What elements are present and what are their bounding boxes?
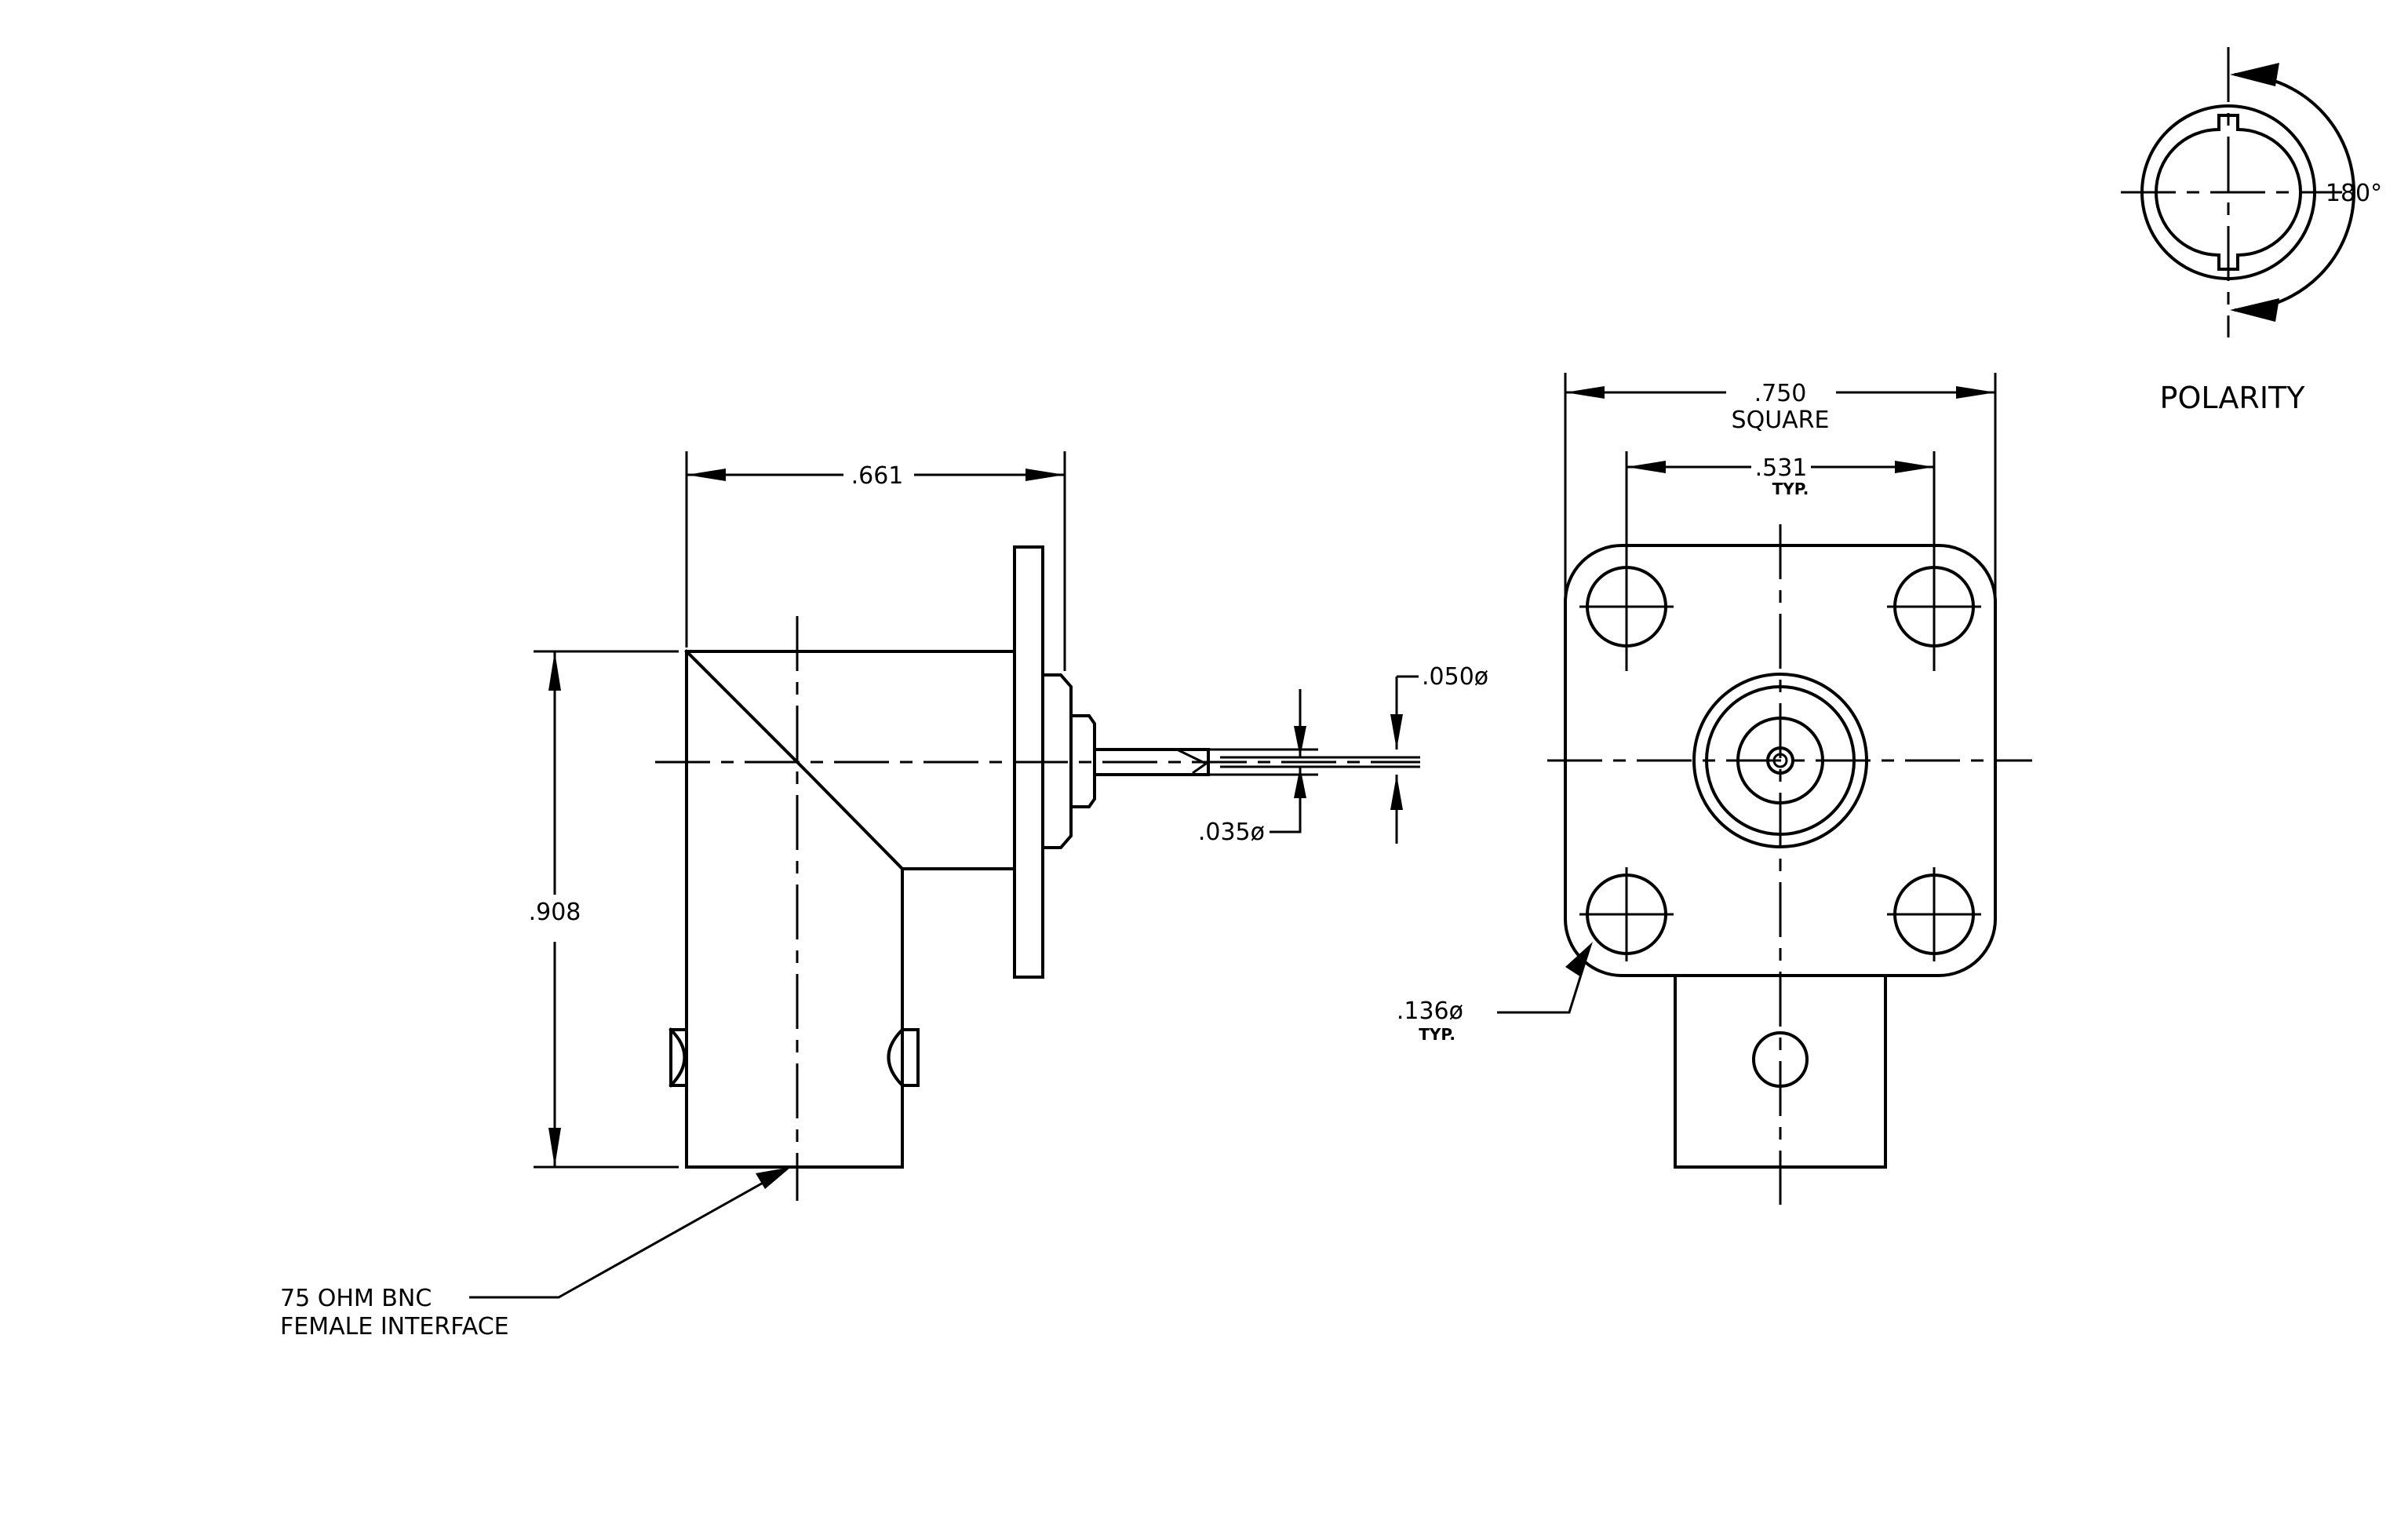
dim-661-ext: [685, 451, 1066, 671]
dim-750-note: SQUARE: [1732, 407, 1830, 434]
polarity-arrow-top: [2230, 63, 2279, 86]
dim-661-label: .661: [851, 462, 904, 490]
polarity-title: POLARITY: [2160, 381, 2306, 415]
dim-531-note: TYP.: [1772, 480, 1809, 498]
dim-136-note: TYP.: [1419, 1025, 1455, 1044]
dim-661-arrow-right: [1025, 469, 1065, 481]
pin-ext-lines: [1208, 748, 1420, 776]
dim-750-ext: [1564, 373, 1997, 612]
dim-531-label: .531: [1755, 454, 1808, 482]
dim-050-arrow-bottom: [1390, 775, 1403, 810]
dim-750-arrow-right: [1956, 386, 1995, 399]
bnc-callout-leader: [469, 1176, 774, 1299]
side-view: .661 .908 .050ø .035ø 75 OHM BNC FEMALE …: [280, 451, 1488, 1340]
dim-908-ext: [534, 650, 679, 1169]
dim-136-label: .136ø: [1397, 998, 1463, 1025]
polarity-keyed-socket: [2155, 114, 2302, 271]
side-boss: [1041, 673, 1073, 849]
bnc-callout-line1: 75 OHM BNC: [280, 1285, 432, 1312]
dim-136-arrow: [1565, 942, 1593, 977]
dim-035-arrow-top: [1294, 726, 1306, 757]
dim-035-label: .035ø: [1198, 819, 1265, 846]
dim-050-arrow-top: [1390, 714, 1403, 750]
side-body-outline: [684, 649, 1016, 1169]
bayonet-lug-right: [887, 1027, 920, 1088]
dim-050-line: [1395, 675, 1419, 844]
dim-531-ext: [1625, 451, 1936, 671]
dim-531-arrow-left: [1627, 461, 1666, 473]
dim-750-label: .750: [1754, 380, 1807, 407]
dim-035-line: [1270, 689, 1302, 833]
polarity-arrow-bottom: [2230, 298, 2279, 322]
polarity-arc: [2234, 72, 2355, 312]
dim-750-arrow-left: [1565, 386, 1605, 399]
dim-531-arrow-right: [1895, 461, 1934, 473]
bnc-callout-arrow: [756, 1167, 791, 1189]
dim-035-arrow-bottom: [1294, 767, 1306, 798]
dim-908-arrow-top: [548, 651, 561, 691]
bnc-callout-line2: FEMALE INTERFACE: [280, 1313, 509, 1340]
dim-661-arrow-left: [687, 469, 726, 481]
dim-908-arrow-bottom: [548, 1128, 561, 1167]
polarity-angle-label: 180°: [2326, 180, 2382, 207]
side-pin-tip: [1176, 748, 1208, 775]
bayonet-lug-left: [668, 1027, 688, 1088]
dim-908-label: .908: [529, 899, 581, 926]
dim-050-label: .050ø: [1422, 663, 1488, 691]
polarity-view: 180° POLARITY: [2121, 47, 2382, 415]
front-view: .750 SQUARE .531 TYP. .136ø TYP.: [1397, 373, 2032, 1205]
